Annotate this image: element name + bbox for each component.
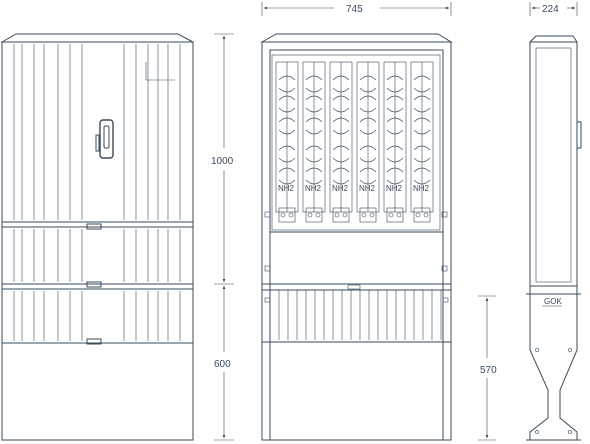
front-roof xyxy=(0,33,194,43)
dimension-depth: 224 xyxy=(542,4,559,15)
latch-lower xyxy=(86,338,102,345)
side-foot xyxy=(529,294,578,441)
fuse-column: NH2 xyxy=(356,61,380,223)
dimension-width: 745 xyxy=(346,4,363,15)
fuse-column: NH2 xyxy=(275,61,299,223)
door-handle xyxy=(99,119,114,159)
front-view-closed xyxy=(0,33,194,441)
fuse-label: NH2 xyxy=(278,184,295,193)
open-roof xyxy=(260,33,453,43)
fuse-label: NH2 xyxy=(386,184,403,193)
dimension-height-upper: 1000 xyxy=(211,156,234,167)
vertical-dimensions-left: 1000 600 xyxy=(211,33,234,441)
front-view-open: 745 NH2 NH2 NH2 NH2 NH2 NH2 xyxy=(260,2,453,441)
ground-level-label: GOK xyxy=(544,297,562,306)
side-view: 224 GOK xyxy=(526,2,582,441)
fuse-label: NH2 xyxy=(332,184,349,193)
fuse-label: NH2 xyxy=(305,184,322,193)
fuse-column: NH2 xyxy=(329,61,353,223)
side-roof xyxy=(529,35,578,43)
fuse-columns: NH2 NH2 NH2 NH2 NH2 NH2 xyxy=(275,61,434,223)
front-body xyxy=(1,41,194,441)
fuse-column: NH2 xyxy=(410,61,434,223)
dimension-height-base: 570 xyxy=(480,365,497,376)
terminal-rail-ribs xyxy=(269,290,442,340)
side-body xyxy=(529,41,578,287)
dimension-height-lower: 600 xyxy=(214,359,231,370)
fuse-column: NH2 xyxy=(383,61,407,223)
latch-upper xyxy=(86,223,102,230)
front-door-ribs xyxy=(13,44,181,341)
latch-middle xyxy=(86,281,102,288)
fuse-column: NH2 xyxy=(302,61,326,223)
vertical-dimension-base: 570 xyxy=(478,295,497,441)
fuse-label: NH2 xyxy=(359,184,376,193)
open-body xyxy=(261,41,452,441)
fuse-panel xyxy=(271,54,441,231)
fuse-label: NH2 xyxy=(413,184,430,193)
